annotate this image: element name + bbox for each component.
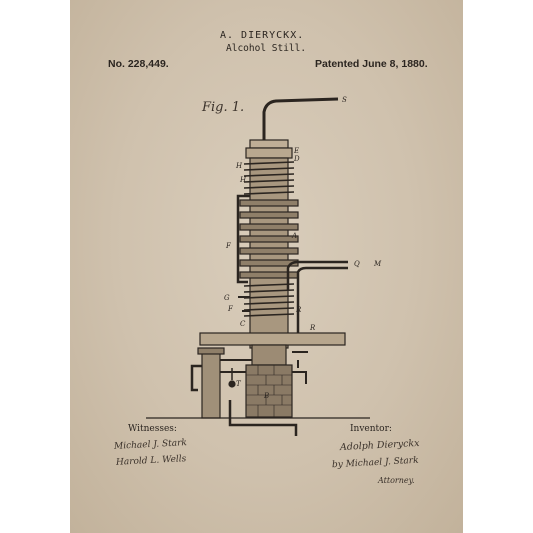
attorney-label: Attorney. [378,476,415,485]
label-H: H [239,176,247,184]
patent-title: Alcohol Still. [226,43,307,54]
label-M: M [373,260,382,268]
witnesses-label: Witnesses: [128,424,177,434]
label-F: F [227,305,234,313]
label-A: A [291,232,297,240]
label-G: G [224,294,230,302]
still-drawing: S E D H H A F Q M G F C R R T B [146,96,382,436]
label-B: B [263,392,269,400]
label-S: S [342,96,347,104]
label-C: C [240,320,246,328]
patent-sheet: A. DIERYCKX. Alcohol Still. No. 228,449.… [70,0,463,533]
label-T: T [236,380,242,388]
patent-date: Patented June 8, 1880. [315,58,428,70]
label-F1: F [225,242,232,250]
label-Q: Q [354,260,360,268]
label-H1: H [235,162,243,170]
label-E: E [293,147,299,155]
inventor-label: Inventor: [350,424,392,434]
inventor-name: A. DIERYCKX. [220,30,305,41]
figure-label: Fig. 1. [202,100,245,115]
label-R: R [309,324,316,332]
label-D: D [293,155,300,163]
patent-number: No. 228,449. [108,58,169,70]
label-R1: R [295,306,302,314]
